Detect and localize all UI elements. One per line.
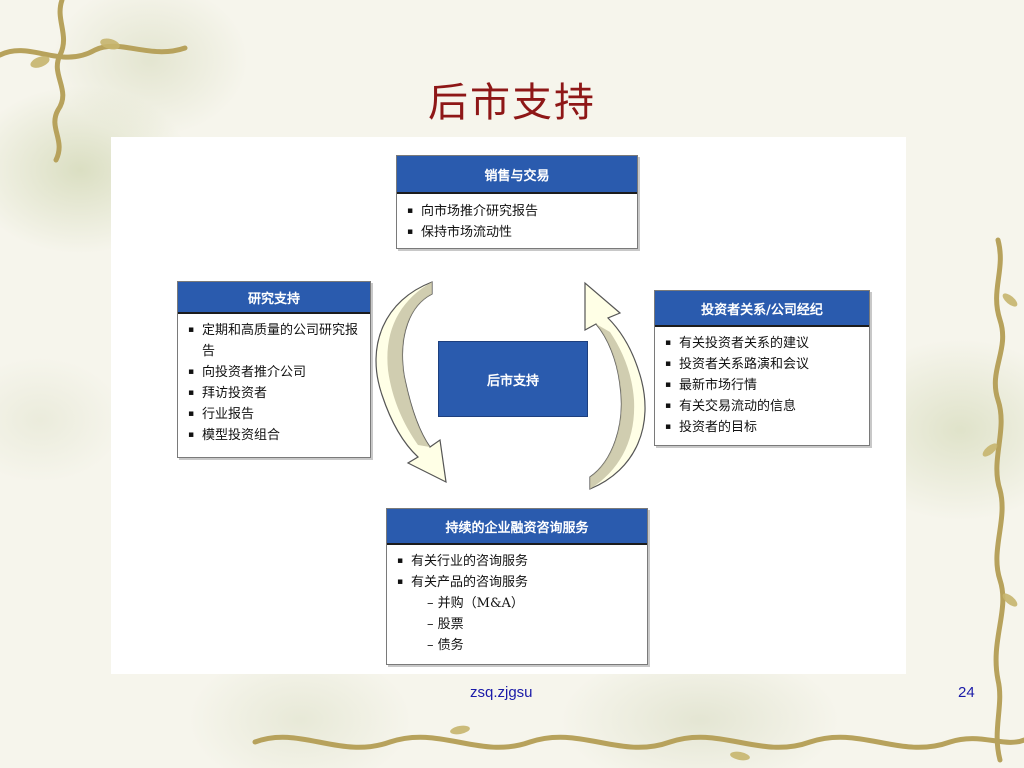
list-item: 最新市场行情 — [665, 375, 861, 396]
corporate-finance-advisory-box: 持续的企业融资咨询服务 有关行业的咨询服务 有关产品的咨询服务 – 并购（M&A… — [386, 508, 648, 665]
investor-relations-list: 有关投资者关系的建议 投资者关系路演和会议 最新市场行情 有关交易流动的信息 投… — [655, 327, 869, 444]
sales-trading-list: 向市场推介研究报告 保持市场流动性 — [397, 194, 637, 249]
list-item: 投资者的目标 — [665, 417, 861, 438]
page-number: 24 — [958, 684, 975, 701]
list-item: 有关交易流动的信息 — [665, 396, 861, 417]
corporate-finance-list: 有关行业的咨询服务 有关产品的咨询服务 – 并购（M&A） – 股票 – 债务 — [387, 545, 647, 662]
list-item: 向市场推介研究报告 — [407, 201, 629, 222]
research-support-list: 定期和高质量的公司研究报告 向投资者推介公司 拜访投资者 行业报告 模型投资组合 — [178, 314, 370, 452]
footer-source: zsq.zjgsu — [470, 684, 533, 701]
list-item: 行业报告 — [188, 404, 362, 425]
list-item: 保持市场流动性 — [407, 222, 629, 243]
list-item: 投资者关系路演和会议 — [665, 354, 861, 375]
left-curved-arrow-icon — [376, 282, 446, 482]
corporate-finance-heading: 持续的企业融资咨询服务 — [387, 509, 647, 545]
list-item: 模型投资组合 — [188, 425, 362, 446]
sales-trading-heading: 销售与交易 — [397, 156, 637, 194]
sales-trading-box: 销售与交易 向市场推介研究报告 保持市场流动性 — [396, 155, 638, 249]
center-after-market-support: 后市支持 — [438, 341, 588, 417]
research-support-heading: 研究支持 — [178, 282, 370, 314]
investor-relations-box: 投资者关系/公司经纪 有关投资者关系的建议 投资者关系路演和会议 最新市场行情 … — [654, 290, 870, 446]
sub-list-item: – 债务 — [397, 635, 639, 656]
list-item: 向投资者推介公司 — [188, 362, 362, 383]
list-item: 拜访投资者 — [188, 383, 362, 404]
list-item: 有关投资者关系的建议 — [665, 333, 861, 354]
list-item: 有关产品的咨询服务 — [397, 572, 639, 593]
list-item: 定期和高质量的公司研究报告 — [188, 320, 362, 362]
research-support-box: 研究支持 定期和高质量的公司研究报告 向投资者推介公司 拜访投资者 行业报告 模… — [177, 281, 371, 458]
list-item: 有关行业的咨询服务 — [397, 551, 639, 572]
sub-list-item: – 并购（M&A） — [397, 593, 639, 614]
right-curved-arrow-icon — [585, 283, 645, 489]
sub-list-item: – 股票 — [397, 614, 639, 635]
investor-relations-heading: 投资者关系/公司经纪 — [655, 291, 869, 327]
